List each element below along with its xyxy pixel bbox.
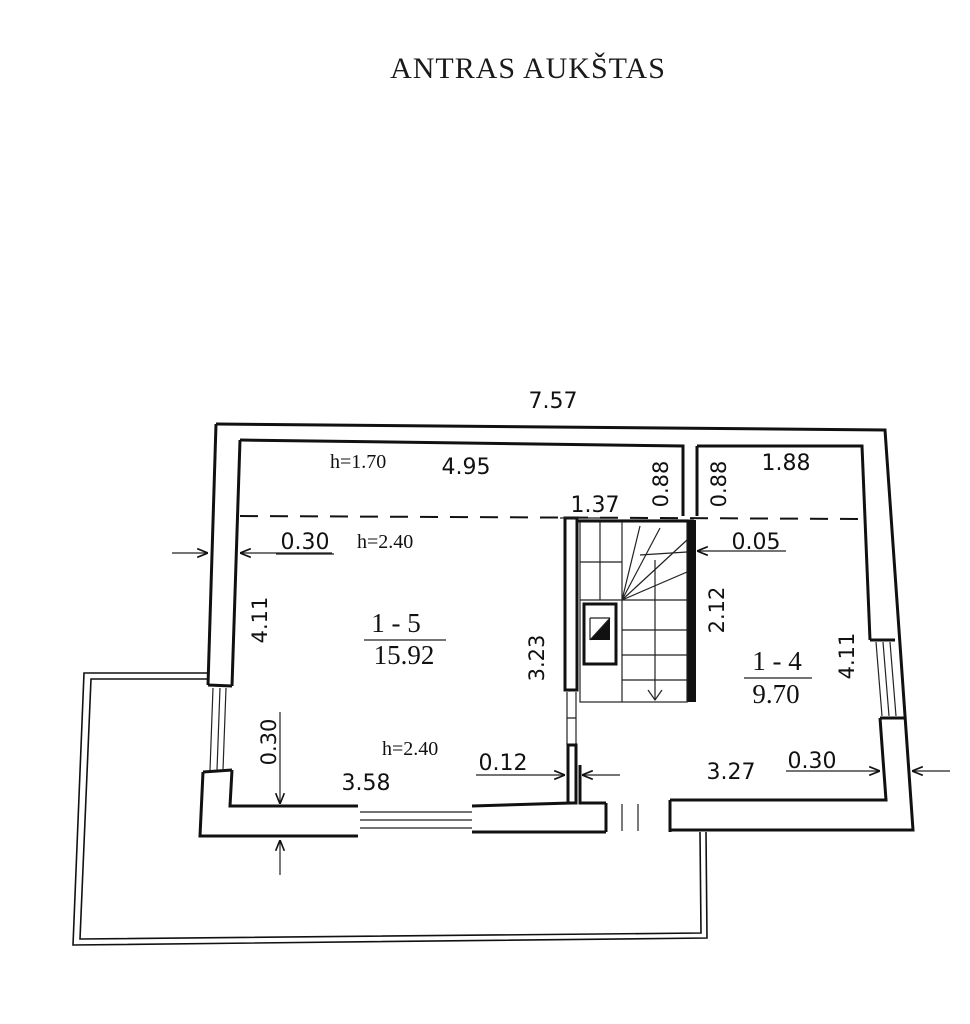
dim-top-left-width: 4.95: [442, 455, 491, 480]
inner-wall: [202, 438, 905, 808]
dim-window-sill: 0.30: [257, 719, 281, 766]
roof-slope-line: [239, 515, 867, 520]
dim-top-left-depth: 0.88: [649, 461, 673, 508]
room-area: 15.92: [374, 640, 435, 670]
room-label-1-5: 1 - 5 15.92: [364, 608, 446, 670]
height-label-bottom: h=2.40: [382, 738, 438, 760]
dim-stair-offset: 0.05: [732, 530, 781, 555]
dim-top-right-width: 1.88: [762, 451, 811, 476]
height-label-top: h=1.70: [330, 451, 386, 473]
dim-top-right-depth: 0.88: [707, 461, 731, 508]
dim-bottom-right-width: 3.27: [707, 760, 756, 785]
dimension-lines: [172, 517, 950, 875]
door-bottom: [604, 800, 672, 832]
room-id: 1 - 5: [371, 608, 421, 638]
plan-title: ANTRAS AUKŠTAS: [390, 52, 666, 85]
height-label-mid: h=2.40: [357, 531, 413, 553]
dim-stair-length: 2.12: [705, 587, 729, 634]
dim-wall-left: 0.30: [281, 530, 330, 555]
dim-wall-right: 0.30: [788, 749, 837, 774]
window-right: [875, 641, 897, 717]
dim-bottom-left-width: 3.58: [342, 771, 391, 796]
dim-stair-width: 1.37: [571, 493, 620, 518]
balcony-outline: [72, 672, 708, 946]
dim-overall-width: 7.57: [529, 389, 578, 414]
room-label-1-4: 1 - 4 9.70: [744, 646, 812, 709]
window-left: [209, 687, 227, 771]
outer-wall: [198, 422, 915, 838]
dim-right-room-height: 4.11: [835, 633, 859, 680]
dim-left-room-height: 4.11: [248, 597, 272, 644]
dim-partition: 0.12: [479, 751, 528, 776]
room-area: 9.70: [752, 679, 799, 709]
dim-stair-left-length: 3.23: [525, 635, 549, 682]
staircase: [578, 519, 694, 703]
room-id: 1 - 4: [752, 646, 802, 676]
window-bottom: [360, 811, 472, 829]
